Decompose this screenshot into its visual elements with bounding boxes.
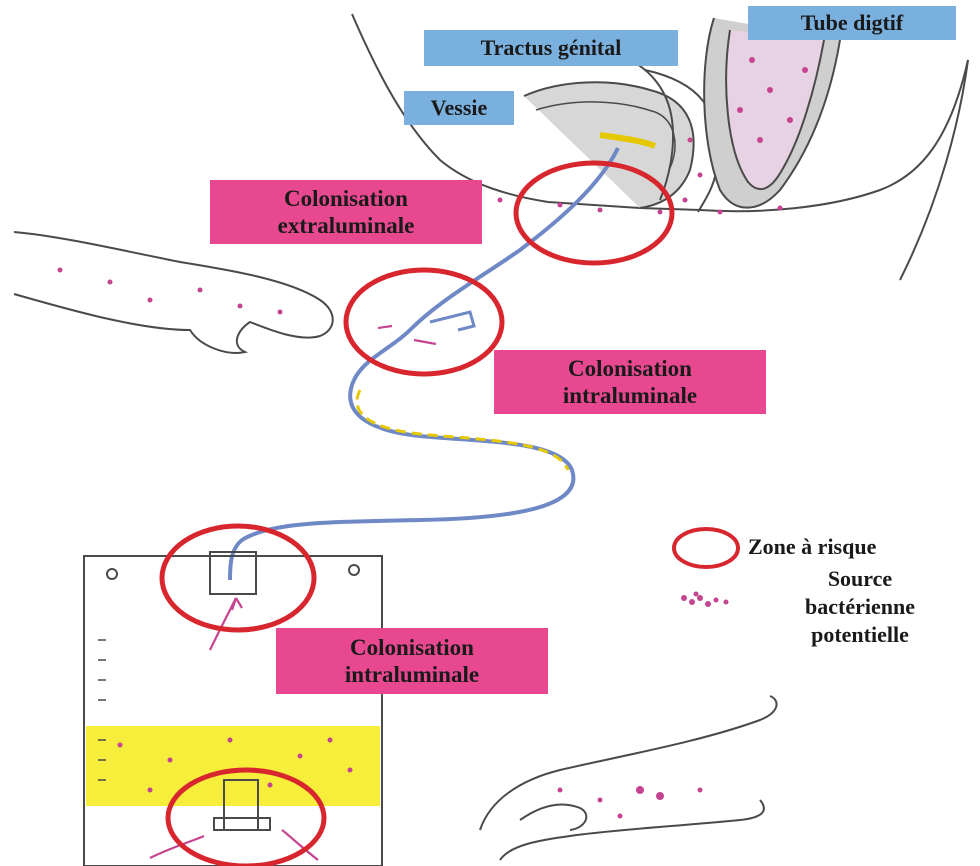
collection-bag bbox=[84, 552, 382, 866]
risk-zone-connection bbox=[346, 270, 502, 374]
red-circle-icon bbox=[674, 529, 738, 567]
legend-source-line2: bactérienne bbox=[770, 594, 950, 620]
risk-zone-meatus bbox=[516, 163, 672, 263]
bacteria-speckles-lower-hand bbox=[558, 786, 703, 819]
label-colonisation-extraluminale: Colonisation extraluminale bbox=[210, 180, 482, 244]
label-vessie: Vessie bbox=[404, 91, 514, 125]
legend-source-line3: potentielle bbox=[770, 622, 950, 648]
label-colonisation-intraluminale-1: Colonisation intraluminale bbox=[494, 350, 766, 414]
legend-zone-text: Zone à risque bbox=[748, 534, 974, 560]
label-tube-digestif: Tube digtif bbox=[748, 6, 956, 40]
upper-hand bbox=[14, 232, 333, 353]
label-colonisation-intraluminale-2: Colonisation intraluminale bbox=[276, 628, 548, 694]
bacteria-cluster-icon bbox=[681, 592, 729, 608]
label-tractus-genital: Tractus génital bbox=[424, 30, 678, 66]
lower-hand bbox=[480, 696, 777, 860]
legend-source-line1: Source bbox=[770, 566, 950, 592]
